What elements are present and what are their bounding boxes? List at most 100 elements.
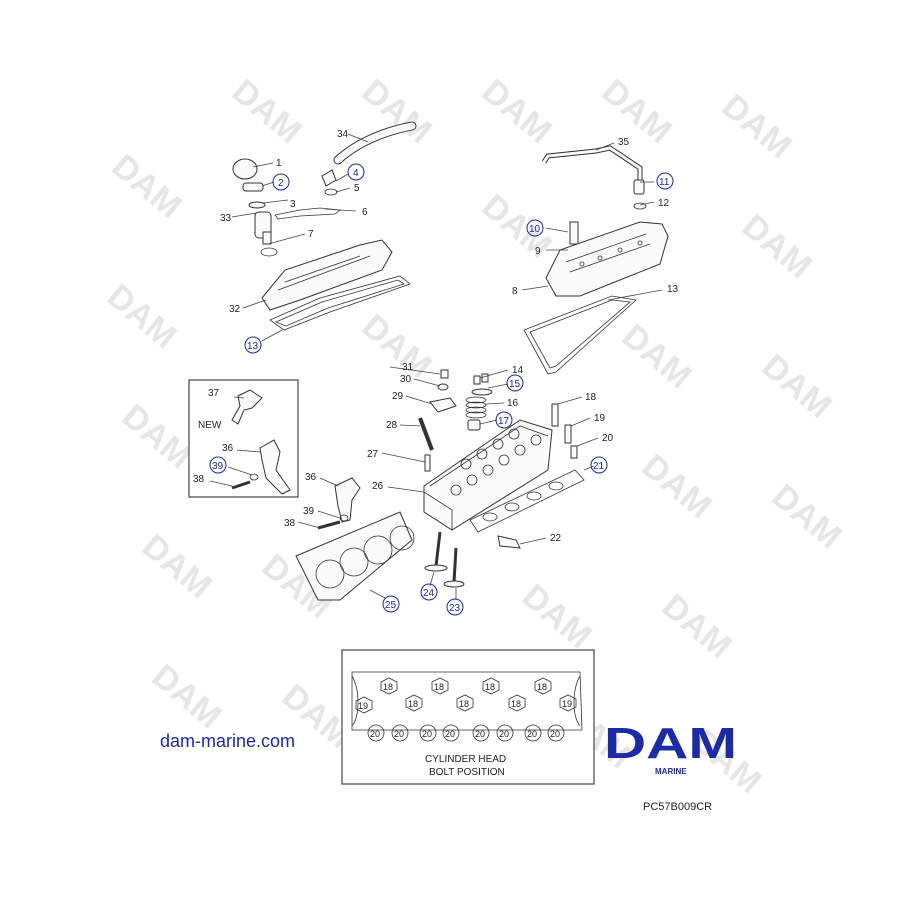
watermark: DAM: [115, 397, 199, 476]
watermark: DAM: [475, 187, 559, 266]
callout: 7: [308, 229, 314, 240]
callout: 33: [220, 213, 232, 224]
callout: 35: [618, 137, 630, 148]
watermark: DAM: [145, 657, 229, 736]
valve-spring: [465, 396, 487, 419]
callout: 30: [400, 374, 412, 385]
callout-circle: [495, 411, 513, 429]
watermark: DAM: [515, 577, 599, 656]
callout-circle: [590, 456, 608, 474]
cover-bolt: [569, 221, 579, 245]
callout: 25: [385, 600, 397, 611]
watermark: DAM: [595, 72, 679, 151]
lifting-bracket-outside: [317, 477, 361, 530]
bolt-label: 20: [527, 729, 537, 739]
callout: 28: [386, 420, 398, 431]
site-url[interactable]: dam-marine.com: [160, 731, 296, 751]
bolt-label: 18: [485, 682, 495, 692]
callout: 4: [353, 168, 359, 179]
spring-retainer: [471, 388, 493, 396]
rocker-arm: [429, 397, 457, 413]
rocker-nut: [440, 369, 449, 379]
bolt-position-caption: CYLINDER HEAD: [425, 754, 506, 765]
bolt-position-diagram: 18 18 18 18 19 18 18 18 18 19 20 20 20 2…: [341, 649, 595, 785]
document-code: PC57B009CR: [643, 801, 713, 813]
head-gasket: [295, 511, 415, 601]
right-valve-cover-assembly: [523, 145, 669, 375]
cylinder-head-assembly: [418, 369, 585, 588]
callout: 19: [594, 413, 606, 424]
watermark: DAM: [735, 207, 819, 286]
exhaust-ports: [482, 481, 564, 522]
bolt-label: 18: [537, 682, 547, 692]
callout: 9: [535, 246, 541, 257]
callout: 3: [290, 199, 296, 210]
callout: 11: [659, 177, 670, 188]
exhaust-manifold-gasket: [469, 469, 585, 533]
watermark: DAM: [100, 277, 184, 356]
head-bolt-medium: [564, 424, 572, 444]
callout: 20: [602, 433, 614, 444]
callout: 2: [278, 178, 284, 189]
callout: 26: [372, 481, 384, 492]
left-valve-cover-assembly: [232, 121, 417, 331]
watermark: DAM: [655, 587, 739, 666]
callout: 37: [208, 388, 220, 399]
bolt-label: 19: [562, 699, 572, 709]
bracket-bolt: [317, 520, 341, 530]
bolt-label: 20: [499, 729, 509, 739]
callout-circle: [656, 172, 674, 190]
valve-lock: [473, 375, 481, 385]
callout: 12: [658, 198, 670, 209]
valve-seal: [467, 419, 481, 431]
watermark: DAM: [615, 317, 699, 396]
callout: 38: [193, 474, 205, 485]
logo-main: DAM: [604, 719, 737, 768]
callout: 22: [550, 533, 562, 544]
watermark: DAM: [635, 447, 719, 526]
callout: 15: [509, 379, 521, 390]
bolt-label: 20: [422, 729, 432, 739]
valve-lock: [481, 373, 489, 383]
bolt-label: 18: [459, 699, 469, 709]
new-bracket-inset: [188, 379, 299, 498]
head-bolt-short: [570, 445, 578, 459]
callout: 16: [507, 398, 519, 409]
watermark: DAM: [135, 527, 219, 606]
watermark: DAM: [225, 72, 309, 151]
callout: 6: [362, 207, 368, 218]
inset-new-label: NEW: [198, 420, 222, 431]
intake-valve: [434, 531, 442, 567]
baffle: [274, 207, 342, 220]
callout: 21: [593, 461, 605, 472]
bolt-label: 20: [370, 729, 380, 739]
bolt-label: 20: [394, 729, 404, 739]
pcv-grommet: [324, 188, 338, 196]
pcv-valve: [321, 169, 337, 187]
inset-washer: [249, 473, 259, 481]
bolt-label: 20: [475, 729, 485, 739]
callout: 13: [667, 284, 679, 295]
callout-circle: [420, 583, 438, 601]
cap-seal: [242, 182, 264, 192]
callout: 17: [498, 416, 510, 427]
callout: 24: [423, 588, 435, 599]
lifting-bracket-old: [259, 439, 291, 495]
pcv-fitting: [633, 179, 645, 195]
callout: 8: [512, 286, 518, 297]
dam-marine-logo: DAM MARINE: [604, 719, 737, 776]
callout-circle: [506, 374, 524, 392]
callout: 13: [247, 341, 259, 352]
callout: 32: [229, 304, 241, 315]
callout-circle: [382, 595, 400, 613]
watermark: DAM: [765, 477, 849, 556]
watermark: DAM: [755, 347, 839, 426]
callout: 39: [212, 461, 224, 472]
callout: 27: [367, 449, 379, 460]
oil-filler-cap: [232, 158, 258, 180]
callout: 31: [402, 362, 414, 373]
seal-ring: [260, 247, 278, 257]
callout: 23: [449, 603, 461, 614]
callout: 36: [305, 472, 317, 483]
